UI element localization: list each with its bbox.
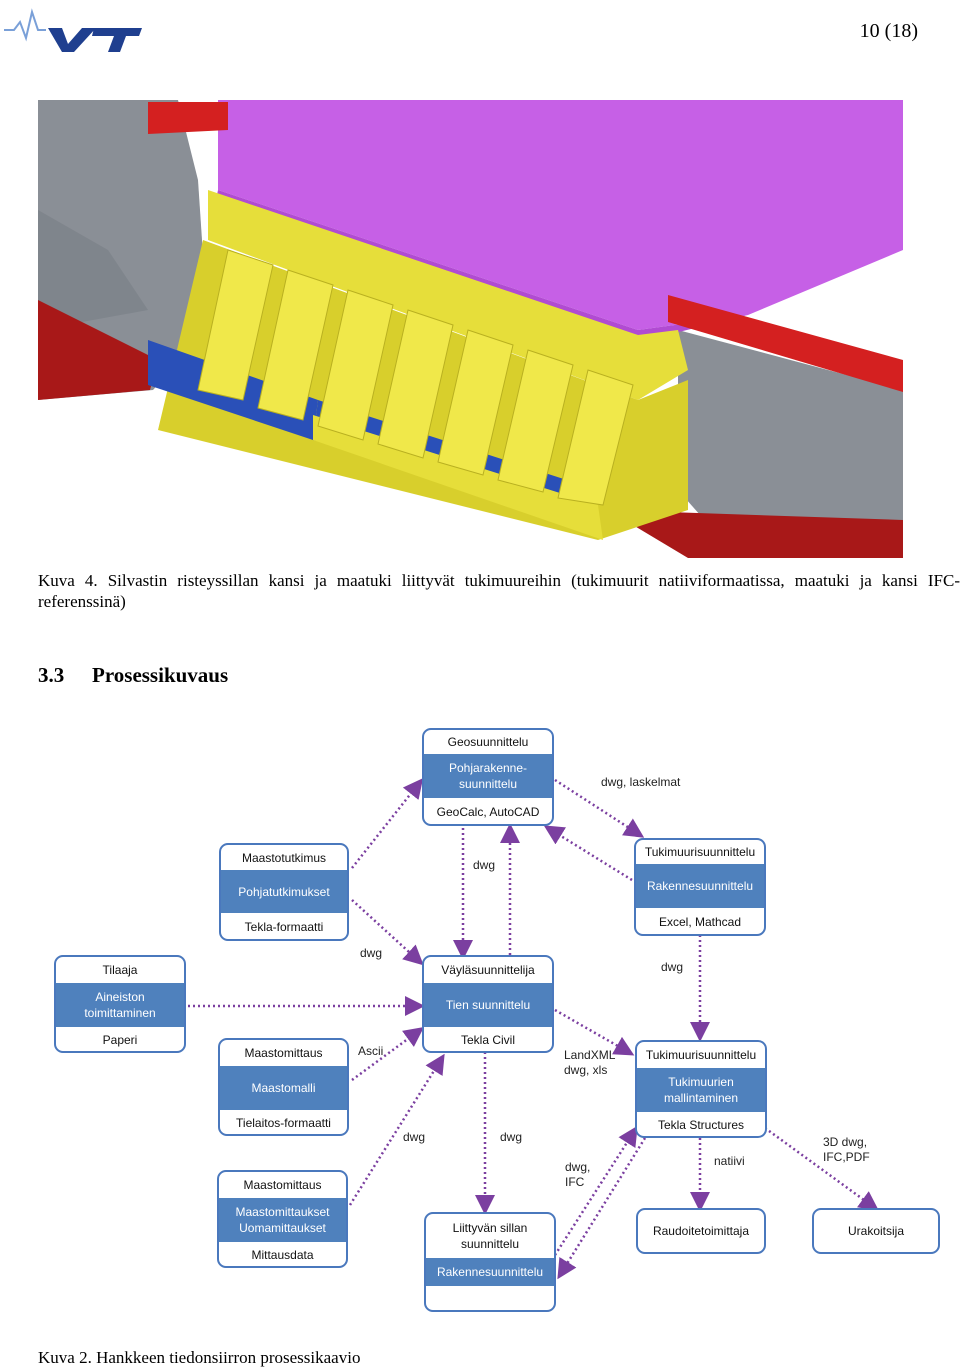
section-heading: 3.3 Prosessikuvaus xyxy=(38,663,228,688)
box-maastotutkimus: Maastotutkimus Pohjatutkimukset Tekla-fo… xyxy=(219,843,349,941)
label-dwg-tukimuuri: dwg xyxy=(661,960,684,974)
label-3d-dwg-ifc-pdf: 3D dwg, IFC,PDF xyxy=(823,1135,870,1164)
label-dwg-vayla-silta: dwg xyxy=(500,1130,523,1144)
diagram-arrows xyxy=(188,778,880,1280)
label-dwg-laskelmat: dwg, laskelmat xyxy=(601,775,681,789)
label-dwg-geo-vayla: dwg xyxy=(473,858,496,872)
label-ascii: Ascii xyxy=(358,1044,384,1058)
box-liittyvan-sillan-suunnittelu: Liittyvän sillan suunnittelu Rakennesuun… xyxy=(424,1212,556,1312)
box-maastomittaus-mittausdata: Maastomittaus Maastomittaukset Uomamitta… xyxy=(217,1170,348,1268)
diagram-caption: Kuva 2. Hankkeen tiedonsiirron prosessik… xyxy=(38,1348,361,1367)
box-vaylasuunnittelija: Väyläsuunnittelija Tien suunnittelu Tekl… xyxy=(422,955,554,1053)
box-tilaaja: Tilaaja Aineiston toimittaminen Paperi xyxy=(54,955,186,1053)
label-natiivi: natiivi xyxy=(714,1154,745,1168)
box-tukimuurisuunnittelu-rakenne: Tukimuurisuunnittelu Rakennesuunnittelu … xyxy=(634,838,766,936)
box-tukimuurien-mallintaminen: Tukimuurisuunnittelu Tukimuurien mallint… xyxy=(635,1040,767,1138)
figure-caption: Kuva 4. Silvastin risteyssillan kansi ja… xyxy=(38,571,960,611)
label-dwg-ifc: dwg, IFC xyxy=(565,1160,591,1189)
process-diagram: Geosuunnittelu Pohjarakenne- suunnittelu… xyxy=(0,700,960,1340)
label-dwg-maasto2: dwg xyxy=(403,1130,426,1144)
box-maastomittaus-maastomalli: Maastomittaus Maastomalli Tielaitos-form… xyxy=(218,1038,349,1136)
label-dwg-maasto-vayla: dwg xyxy=(360,946,383,960)
bridge-model-render xyxy=(38,100,903,558)
page-number: 10 (18) xyxy=(859,20,918,42)
box-raudoitetoimittaja: Raudoitetoimittaja xyxy=(636,1208,766,1254)
section-title: Prosessikuvaus xyxy=(92,663,229,687)
box-geosuunnittelu: Geosuunnittelu Pohjarakenne- suunnittelu… xyxy=(422,728,554,826)
label-landxml: LandXML dwg, xls xyxy=(564,1048,616,1077)
section-number: 3.3 xyxy=(38,663,65,687)
box-urakoitsija: Urakoitsija xyxy=(812,1208,940,1254)
vtt-logo xyxy=(4,8,142,52)
